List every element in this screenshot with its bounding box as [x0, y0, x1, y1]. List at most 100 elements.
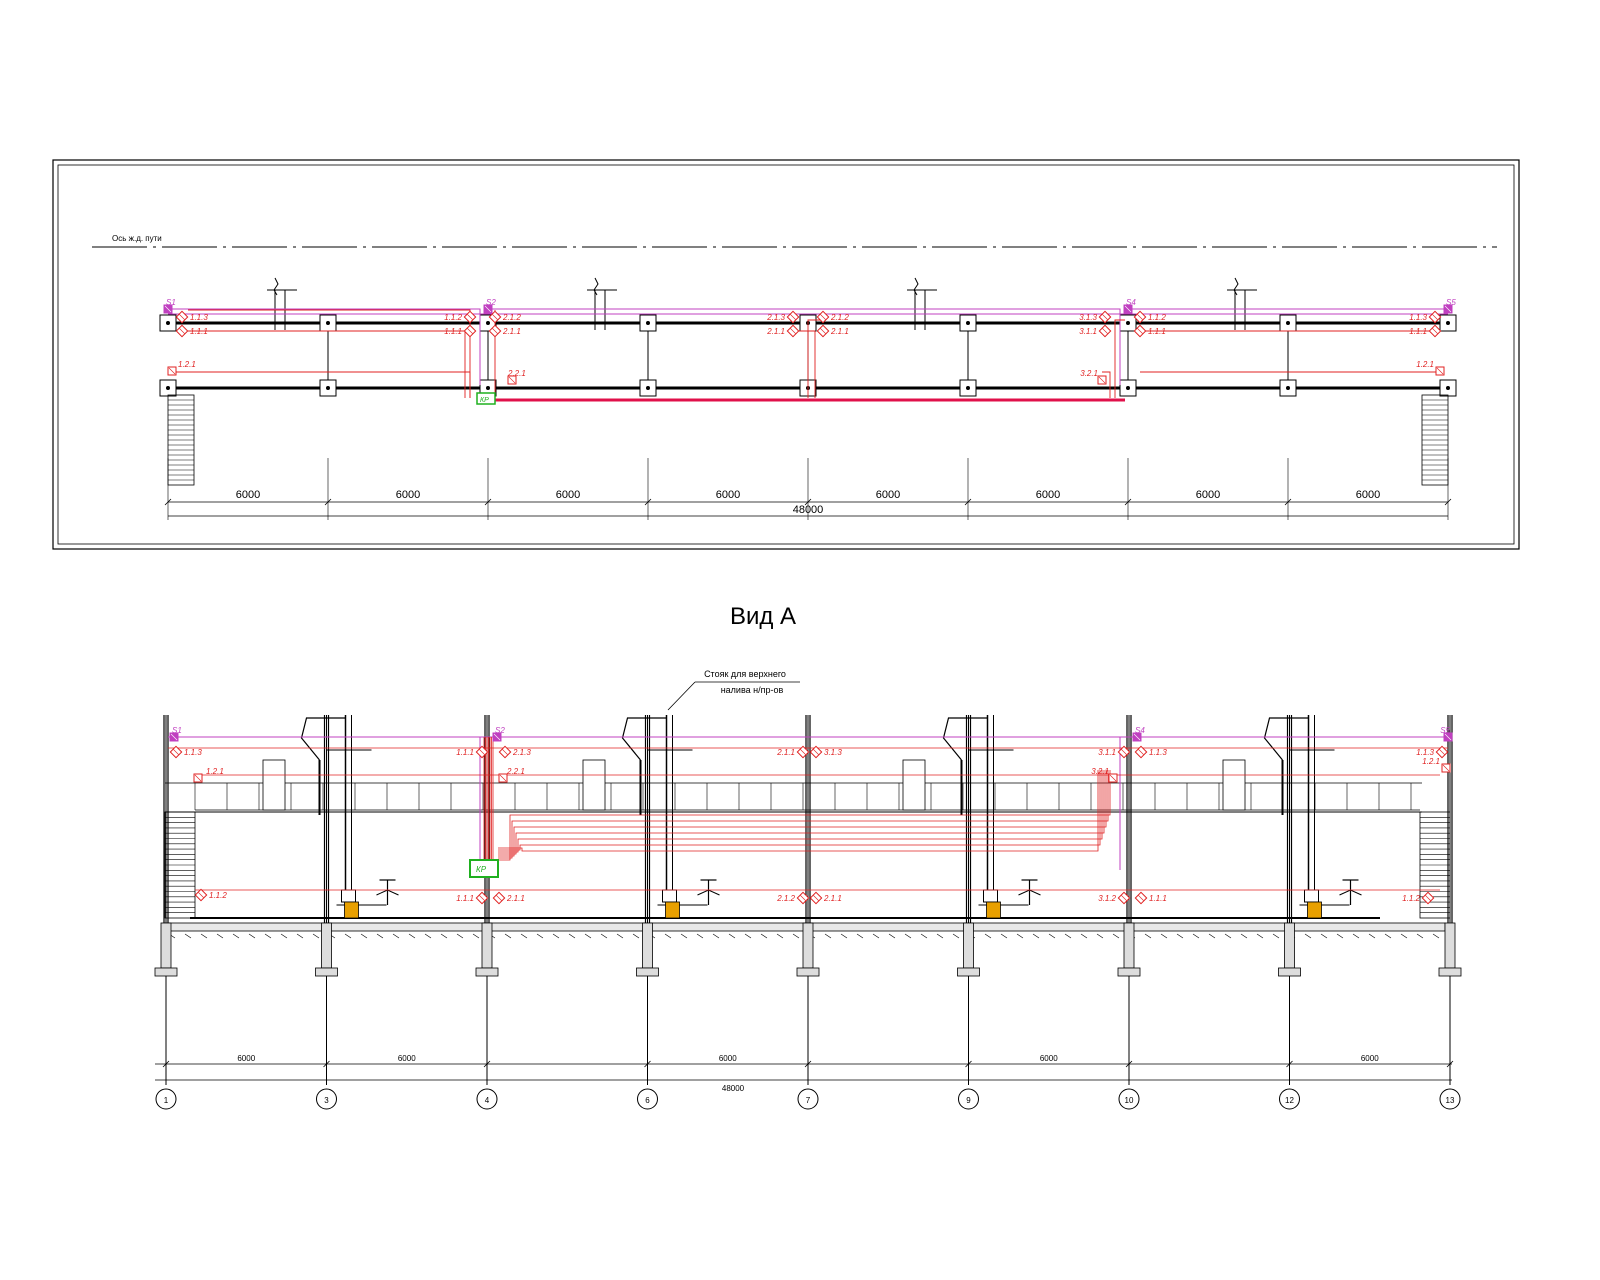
axis-label: 9 — [966, 1096, 971, 1105]
sensor-mark — [1124, 305, 1132, 313]
foundation-pier — [160, 922, 172, 969]
loading-arm — [1263, 717, 1309, 761]
hatch-mark — [600, 933, 608, 939]
hatch-mark — [568, 933, 576, 939]
elevation-span-dimension: 6000 — [1361, 1054, 1379, 1063]
hatch-mark — [936, 933, 944, 939]
bundle-cable — [498, 770, 1109, 859]
detector-tag: 1.1.3 — [1416, 748, 1434, 757]
dim-tick — [1125, 1060, 1133, 1068]
detector-tag: 1.1.1 — [1149, 894, 1167, 903]
dim-tick — [965, 1060, 972, 1068]
detector-tag: 3.1.3 — [824, 748, 842, 757]
detector-mark — [1138, 749, 1144, 755]
bundle-cable — [498, 770, 1107, 857]
hatch-mark — [872, 933, 880, 939]
hatch-mark — [1320, 933, 1328, 939]
hatch-mark — [392, 933, 400, 939]
plan-span-dimension: 6000 — [716, 489, 740, 501]
hatch-mark — [616, 933, 624, 939]
elevation-red-cables — [168, 747, 1448, 891]
elevation-deck-cells — [194, 783, 1412, 810]
elevation-columns — [154, 715, 1462, 1085]
detector-tag: 1.1.3 — [1409, 313, 1427, 322]
detector-mark — [1102, 328, 1108, 334]
hatch-mark — [1304, 933, 1312, 939]
detector-tag: 1.1.3 — [184, 748, 202, 757]
detector-tag: 1.1.2 — [1402, 894, 1420, 903]
hatch-mark — [1000, 933, 1008, 939]
bundle-cable — [498, 770, 1105, 855]
sensor-mark — [484, 305, 492, 313]
plan-column-dot — [966, 321, 970, 325]
elevation-dimensions — [155, 1063, 1452, 1081]
axis-bubble — [958, 1088, 979, 1110]
axis-bubble — [1439, 1088, 1461, 1110]
plan-column-dot — [966, 386, 970, 390]
foundation-footing — [475, 967, 499, 977]
break-mark — [593, 277, 599, 296]
sensor-tag: 2.2.1 — [507, 369, 526, 378]
foundation-footing — [315, 967, 338, 977]
detector-mark — [813, 749, 819, 755]
break-mark — [1233, 277, 1239, 296]
detector-mark — [813, 895, 819, 901]
sensor-tag: S5 — [1440, 726, 1450, 735]
hatch-mark — [952, 933, 960, 939]
bundle-cable — [498, 770, 1111, 861]
foundation-pier — [642, 922, 653, 969]
hatch-mark — [1080, 933, 1088, 939]
elevation-stairs — [164, 811, 1451, 919]
plan-column-dot — [326, 321, 330, 325]
detector-mark — [467, 314, 473, 320]
detector-tag: 1.1.3 — [1149, 748, 1167, 757]
hatch-mark — [680, 933, 688, 939]
dim-tick — [1446, 1060, 1454, 1068]
detector-mark — [820, 314, 826, 320]
sensor-tag: 2.2.1 — [506, 767, 525, 776]
axis-label: 1 — [164, 1096, 169, 1105]
hatch-mark — [1224, 933, 1232, 939]
valve — [662, 889, 677, 903]
axis-label: 4 — [485, 1096, 490, 1105]
detector-tag: 1.1.1 — [190, 327, 208, 336]
sensor-tag: 1.2.1 — [206, 767, 224, 776]
hatch-mark — [1064, 933, 1072, 939]
dim-tick — [324, 498, 332, 506]
detector-mark — [492, 314, 498, 320]
hatch-mark — [184, 933, 192, 939]
elevation-span-dimension: 6000 — [719, 1054, 737, 1063]
hatch-mark — [232, 933, 240, 939]
detector-tag: 3.1.1 — [1098, 748, 1116, 757]
hatch-mark — [1336, 933, 1344, 939]
plan-box-label: КР — [480, 397, 489, 404]
detector-mark — [496, 895, 502, 901]
detector-tag: 1.1.2 — [1148, 313, 1166, 322]
plan-beams — [168, 321, 1450, 390]
detector-tag: 2.1.1 — [766, 327, 785, 336]
dim-tick — [1286, 1060, 1293, 1068]
plan-span-dimension: 6000 — [1036, 489, 1060, 501]
plan-span-dimension: 6000 — [876, 489, 900, 501]
hatch-mark — [504, 933, 512, 939]
foundation-footing — [957, 967, 980, 977]
hatch-mark — [1384, 933, 1392, 939]
axis-bubble — [1118, 1088, 1140, 1110]
plan-span-dimension: 6000 — [236, 489, 260, 501]
detector-mark — [1432, 314, 1438, 320]
detector-tag: 2.1.3 — [512, 748, 531, 757]
plan-column-dot — [1446, 386, 1450, 390]
bundle-cable — [498, 770, 1103, 853]
hatch-mark — [248, 933, 256, 939]
detector-mark — [1439, 749, 1445, 755]
loading-arm — [300, 717, 346, 761]
deck-block — [262, 759, 286, 811]
plan-loading-arms — [267, 277, 1257, 330]
sensor-mark — [1109, 774, 1117, 782]
hatch-mark — [888, 933, 896, 939]
detector-tag: 2.1.2 — [830, 313, 849, 322]
plan-span-dimension: 6000 — [396, 489, 420, 501]
